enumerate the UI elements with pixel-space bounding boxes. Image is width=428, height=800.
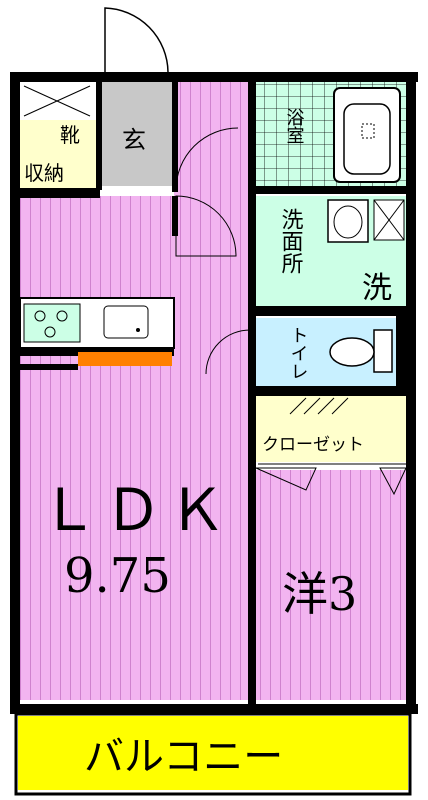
sink-icon bbox=[103, 305, 149, 339]
washer-space bbox=[373, 199, 405, 241]
toilet-label: トイレ bbox=[288, 326, 309, 380]
toilet-icon bbox=[329, 329, 393, 373]
bath-label: 浴室 bbox=[284, 108, 305, 144]
washbasin-icon bbox=[327, 199, 369, 243]
ldk-floor bbox=[16, 196, 248, 700]
shoe-label-top: 靴 bbox=[60, 123, 80, 147]
ldk-size: 9.75 bbox=[64, 548, 171, 604]
western-room-floor bbox=[256, 470, 408, 700]
kitchen-counter bbox=[19, 297, 175, 356]
entrance-label: 玄 bbox=[122, 126, 146, 154]
storage-box-mark bbox=[23, 85, 91, 117]
bathtub-icon bbox=[333, 87, 401, 183]
entrance-floor bbox=[100, 80, 174, 186]
fridge-marker bbox=[78, 352, 172, 366]
balcony-floor bbox=[18, 716, 408, 790]
ldk-label: ＬＤＫ bbox=[40, 476, 232, 544]
closet-doors bbox=[258, 397, 406, 465]
washer-label: 洗 bbox=[362, 271, 392, 306]
shoe-storage bbox=[16, 120, 96, 188]
walls bbox=[10, 72, 418, 714]
entry-door bbox=[104, 7, 169, 73]
balcony-label: バルコニー bbox=[84, 734, 283, 780]
shoe-label-bottom: 収納 bbox=[24, 161, 64, 185]
western-room-label: 洋3 bbox=[282, 567, 357, 621]
closet-label: クローゼット bbox=[262, 435, 364, 455]
closet-floor bbox=[256, 396, 406, 462]
balcony-frame bbox=[14, 712, 412, 796]
hall-floor bbox=[174, 78, 250, 198]
washroom-label: 洗面所 bbox=[278, 208, 304, 274]
